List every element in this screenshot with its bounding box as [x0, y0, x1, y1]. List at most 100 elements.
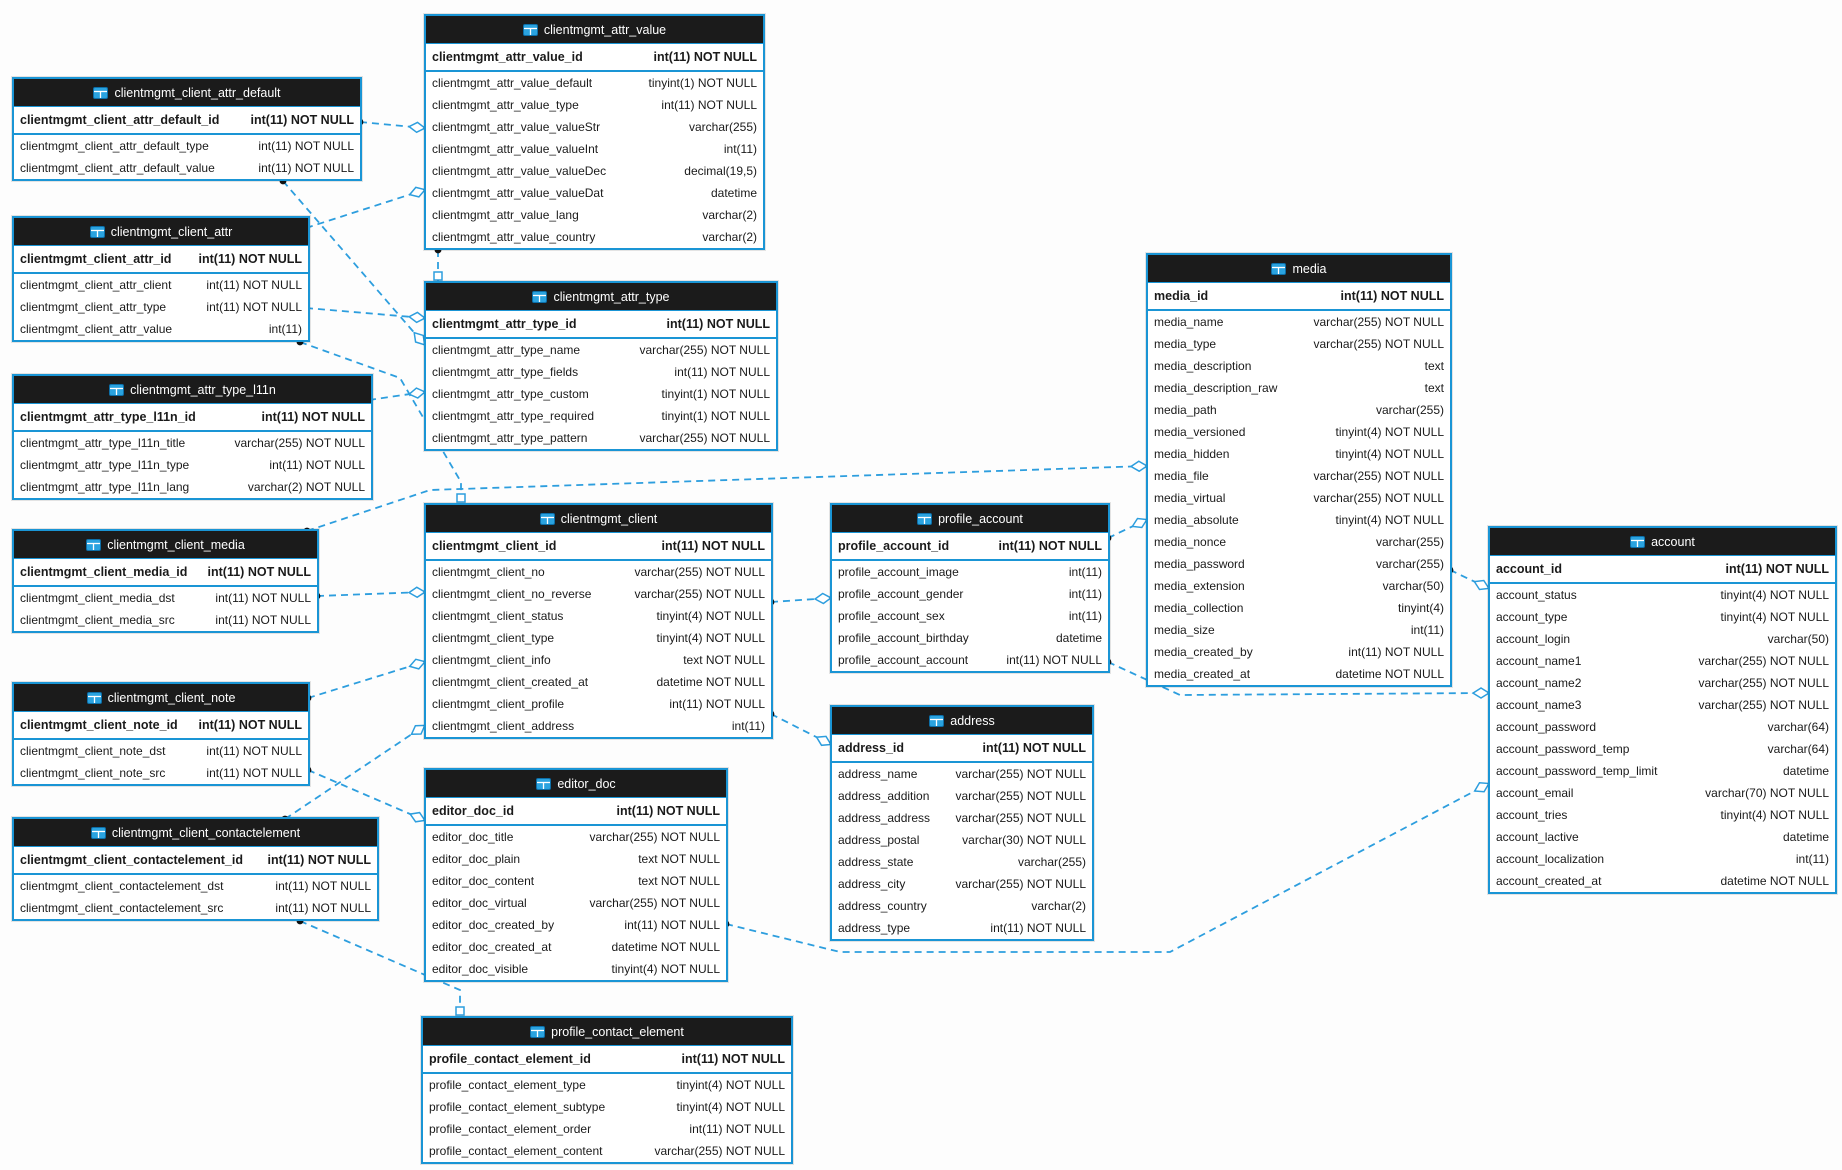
table-header[interactable]: profile_contact_element — [423, 1018, 791, 1046]
relationship-connector[interactable] — [1446, 566, 1491, 591]
table-header[interactable]: address — [832, 707, 1092, 735]
relationship-connector[interactable] — [302, 186, 427, 232]
table-header[interactable]: clientmgmt_client_contactelement — [14, 819, 377, 847]
table-header[interactable]: clientmgmt_client_note — [14, 684, 308, 712]
table-header[interactable]: clientmgmt_client_attr_default — [14, 79, 360, 107]
relationship-connector[interactable] — [313, 586, 427, 600]
relationship-connector[interactable] — [767, 710, 833, 747]
table-clientmgmt_client_attr[interactable]: clientmgmt_client_attr clientmgmt_client… — [12, 216, 310, 342]
table-header[interactable]: clientmgmt_client_media — [14, 531, 317, 559]
table-clientmgmt_attr_type[interactable]: clientmgmt_attr_type clientmgmt_attr_typ… — [424, 281, 778, 451]
table-clientmgmt_attr_type_l11n[interactable]: clientmgmt_attr_type_l11n clientmgmt_att… — [12, 374, 373, 500]
table-header[interactable]: clientmgmt_attr_value — [426, 16, 763, 44]
relationship-connector[interactable] — [304, 658, 427, 702]
table-clientmgmt_client_contactelement[interactable]: clientmgmt_client_contactelement clientm… — [12, 817, 379, 921]
table-clientmgmt_client_attr_default[interactable]: clientmgmt_client_attr_default clientmgm… — [12, 77, 362, 181]
table-header[interactable]: profile_account — [832, 505, 1108, 533]
relationship-connector[interactable] — [767, 592, 833, 606]
table-clientmgmt_client_note[interactable]: clientmgmt_client_note clientmgmt_client… — [12, 682, 310, 786]
table-header[interactable]: account — [1490, 528, 1835, 556]
table-header[interactable]: editor_doc — [426, 770, 726, 798]
table-header[interactable]: clientmgmt_attr_type — [426, 283, 776, 311]
